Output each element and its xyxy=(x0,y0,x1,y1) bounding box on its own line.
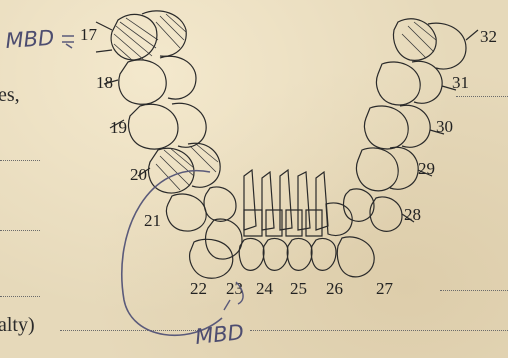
tooth-number-22: 22 xyxy=(190,279,207,298)
tooth-outline xyxy=(377,62,421,105)
tooth-outline xyxy=(311,239,336,271)
tooth-outline xyxy=(337,237,374,277)
tooth-outline xyxy=(239,239,264,271)
tooth-outline xyxy=(263,239,288,271)
tooth-number-24: 24 xyxy=(256,279,274,298)
tooth-outline xyxy=(357,148,399,191)
tooth-number-19: 19 xyxy=(110,118,127,137)
tooth-outline xyxy=(287,239,312,271)
tooth-number-28: 28 xyxy=(404,205,421,224)
tooth-outline xyxy=(244,210,262,236)
tooth-outline xyxy=(370,197,402,231)
tooth-number-32: 32 xyxy=(480,27,497,46)
tooth-outline xyxy=(344,189,374,221)
tooth-number-17: 17 xyxy=(80,25,98,44)
tooth-number-21: 21 xyxy=(144,211,161,230)
tooth-number-31: 31 xyxy=(452,73,469,92)
tooth-outline xyxy=(262,172,274,230)
tooth-number-20: 20 xyxy=(130,165,147,184)
tooth-outline xyxy=(129,104,178,149)
hatch-lines xyxy=(156,14,186,48)
tooth-outline xyxy=(204,187,236,221)
lower-arch-teeth xyxy=(96,11,478,278)
tooth-outline xyxy=(428,23,466,69)
tooth-outline xyxy=(365,106,409,149)
tooth-outline xyxy=(244,170,256,230)
root-lines xyxy=(96,22,150,176)
tooth-number-25: 25 xyxy=(290,279,307,298)
tooth-outline xyxy=(119,60,166,104)
tooth-number-27: 27 xyxy=(376,279,394,298)
tooth-number-26: 26 xyxy=(326,279,343,298)
tooth-outline xyxy=(326,203,352,236)
hatch-lines xyxy=(156,148,194,190)
handwritten-loop xyxy=(122,171,222,336)
tooth-number-29: 29 xyxy=(418,159,435,178)
tooth-outline xyxy=(172,103,206,147)
tooth-number-18: 18 xyxy=(96,73,113,92)
hatch-lines xyxy=(114,18,158,60)
tooth-outline xyxy=(394,19,437,60)
tooth-outline xyxy=(298,172,310,230)
handwritten-label-bottom: MBD xyxy=(194,320,245,349)
tooth-number-30: 30 xyxy=(436,117,453,136)
tooth-outline xyxy=(167,194,207,231)
handwritten-mark xyxy=(62,36,74,48)
handwritten-label-top: MBD xyxy=(5,26,55,53)
tooth-outline xyxy=(286,210,302,236)
